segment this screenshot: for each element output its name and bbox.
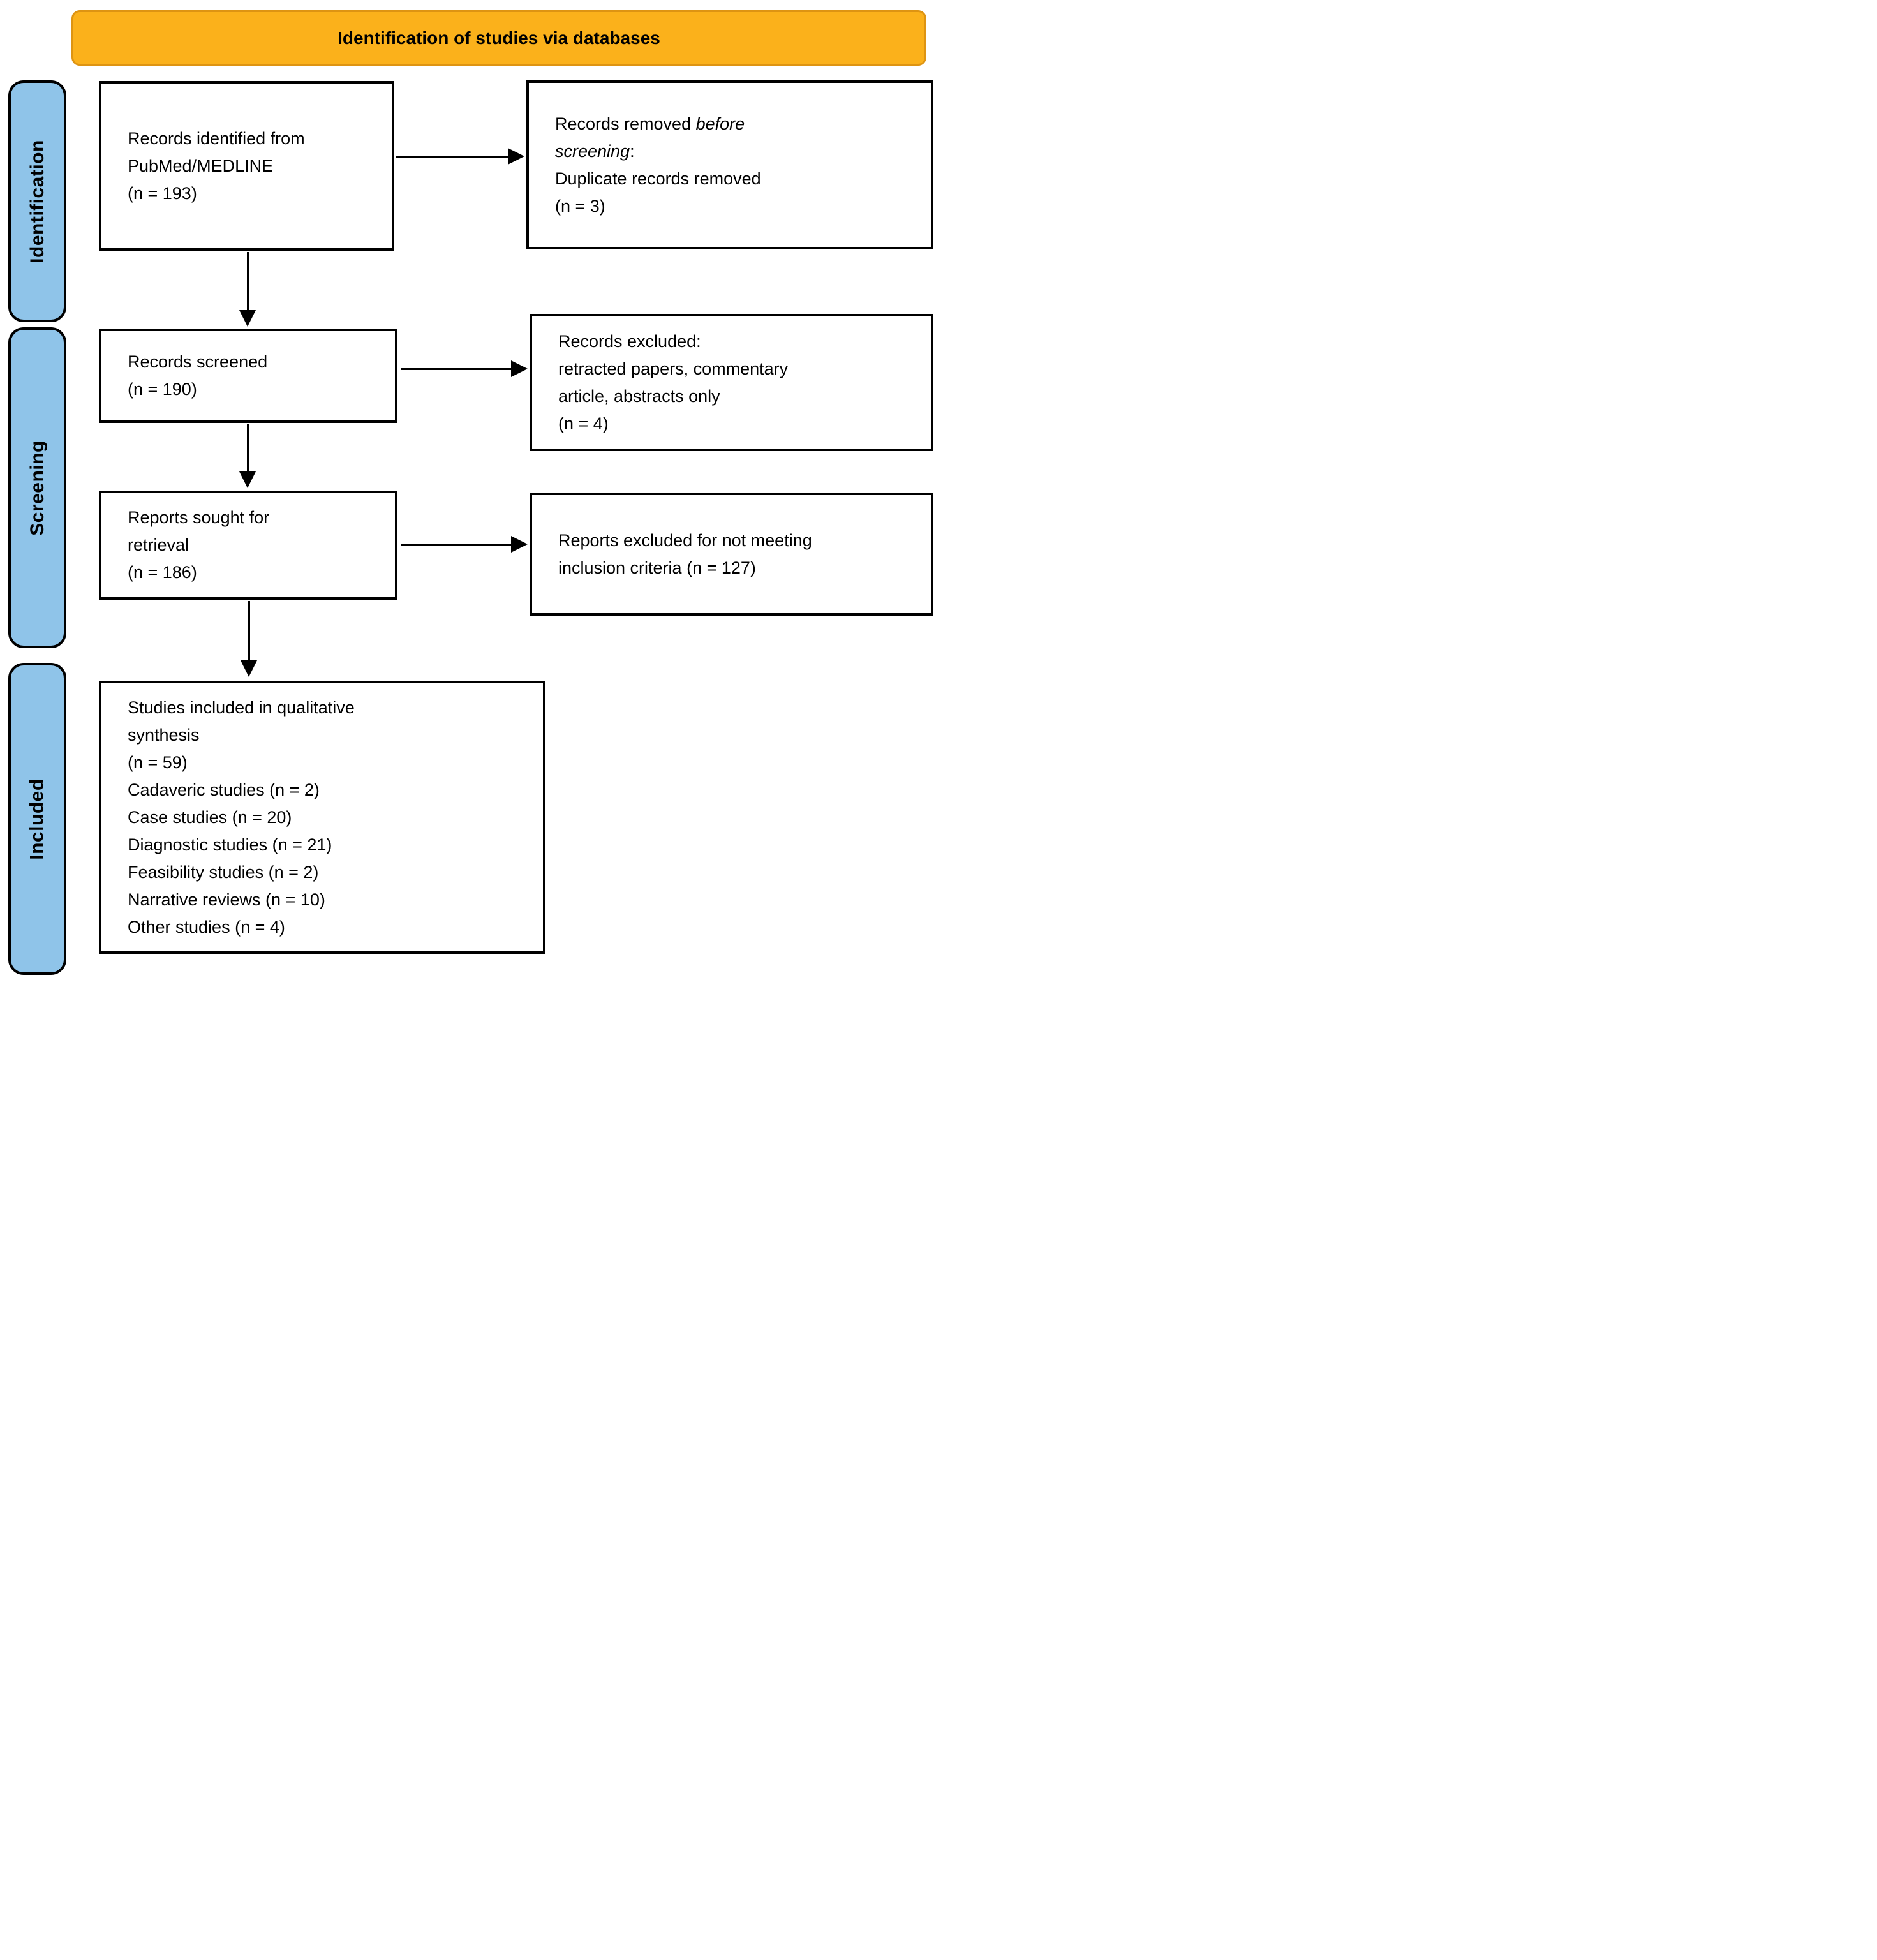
box-records-excluded-line: retracted papers, commentary [558, 359, 789, 378]
arrow-sought-to-included-shaft [248, 601, 250, 663]
arrow-down-icon [239, 310, 256, 327]
box-reports-excluded-line: Reports excluded for not meeting [558, 530, 812, 550]
box-studies-included-line: Diagnostic studies (n = 21) [128, 835, 332, 854]
arrow-right-icon [511, 536, 528, 553]
box-reports-sought-line: retrieval [128, 535, 189, 554]
box-studies-included-line: Other studies (n = 4) [128, 917, 285, 937]
banner-title: Identification of studies via databases [338, 27, 660, 48]
banner-identification-via-databases: Identification of studies via databases [71, 10, 926, 66]
box-reports-sought: Reports sought for retrieval (n = 186) [99, 491, 397, 600]
box-studies-included-line: (n = 59) [128, 752, 188, 772]
box-records-removed-line: Records removed before [555, 114, 745, 133]
arrow-down-icon [239, 471, 256, 488]
prisma-flow-diagram: Identification of studies via databases … [0, 0, 938, 980]
arrow-screened-to-sought-shaft [247, 424, 249, 474]
arrow-right-icon [511, 360, 528, 377]
arrow-screened-to-excluded-shaft [401, 368, 514, 370]
stage-bar-identification: Identification [8, 80, 66, 322]
arrow-right-icon [508, 148, 524, 165]
arrow-identified-to-screened-shaft [247, 252, 249, 313]
box-records-identified-line: PubMed/MEDLINE [128, 156, 274, 175]
stage-bar-screening: Screening [8, 327, 66, 648]
box-records-removed-line: (n = 3) [555, 196, 605, 216]
box-records-excluded-line: Records excluded: [558, 331, 701, 351]
box-records-identified: Records identified from PubMed/MEDLINE (… [99, 81, 394, 251]
box-records-identified-line: Records identified from [128, 128, 305, 148]
box-records-screened-line: (n = 190) [128, 380, 197, 399]
box-records-excluded-line: (n = 4) [558, 413, 609, 433]
box-studies-included: Studies included in qualitative synthesi… [99, 681, 545, 954]
box-records-excluded: Records excluded: retracted papers, comm… [530, 314, 933, 451]
box-reports-sought-line: Reports sought for [128, 508, 270, 527]
box-records-screened-line: Records screened [128, 352, 268, 371]
box-reports-excluded: Reports excluded for not meeting inclusi… [530, 493, 933, 616]
box-records-removed-line: Duplicate records removed [555, 168, 761, 188]
box-studies-included-line: Feasibility studies (n = 2) [128, 862, 319, 882]
box-records-excluded-line: article, abstracts only [558, 386, 720, 406]
stage-label-identification: Identification [26, 139, 48, 264]
box-studies-included-line: Cadaveric studies (n = 2) [128, 780, 320, 799]
box-reports-excluded-line: inclusion criteria (n = 127) [558, 558, 756, 577]
arrow-sought-to-reports-excluded-shaft [401, 544, 514, 546]
stage-bar-included: Included [8, 663, 66, 975]
arrow-identified-to-removed-shaft [396, 156, 510, 158]
box-records-screened: Records screened (n = 190) [99, 329, 397, 423]
box-studies-included-line: Case studies (n = 20) [128, 807, 292, 827]
box-studies-included-line: Studies included in qualitative [128, 697, 355, 717]
stage-label-screening: Screening [26, 440, 48, 536]
stage-label-included: Included [26, 778, 48, 860]
box-records-removed-line: screening: [555, 141, 635, 161]
arrow-down-icon [241, 660, 257, 677]
box-records-removed: Records removed before screening: Duplic… [526, 80, 933, 249]
box-studies-included-line: synthesis [128, 725, 200, 745]
italic-before: before [695, 114, 745, 133]
italic-screening: screening [555, 141, 630, 161]
box-studies-included-line: Narrative reviews (n = 10) [128, 889, 325, 909]
box-reports-sought-line: (n = 186) [128, 563, 197, 582]
box-records-identified-line: (n = 193) [128, 183, 197, 203]
